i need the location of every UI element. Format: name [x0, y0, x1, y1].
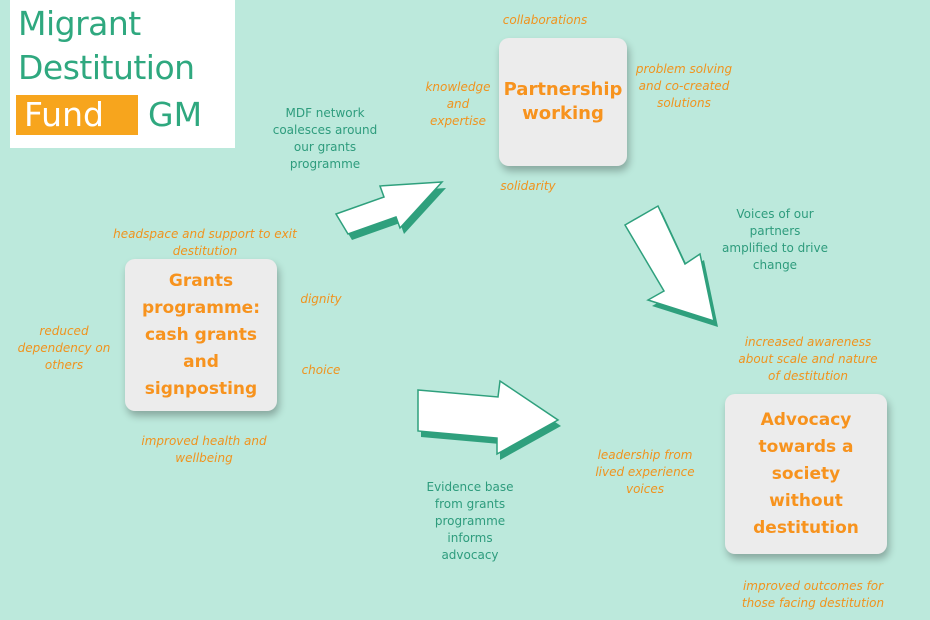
- note-dignity: dignity: [300, 292, 342, 306]
- arrow-grants-to-advocacy: [417, 379, 561, 460]
- arrow-partnership-to-advocacy: [623, 204, 718, 327]
- note-health-wellbeing: improved health and wellbeing: [141, 434, 267, 465]
- grants-box: Grants programme: cash grants and signpo…: [125, 259, 277, 411]
- logo-gm: GM: [148, 95, 203, 134]
- note-leadership: leadership from lived experience voices: [595, 448, 695, 496]
- logo: Migrant Destitution Fund GM: [10, 0, 235, 148]
- flow-label-grants-to-partnership: MDF network coalesces around our grants …: [272, 106, 378, 171]
- flow-label-grants-to-advocacy: Evidence base from grants programme info…: [426, 480, 514, 562]
- note-headspace: headspace and support to exit destitutio…: [113, 227, 297, 258]
- note-knowledge-expertise: knowledge and expertise: [425, 80, 491, 128]
- note-improved-outcomes: improved outcomes for those facing desti…: [741, 579, 885, 610]
- note-increased-awareness: increased awareness about scale and natu…: [738, 335, 878, 383]
- note-choice: choice: [301, 363, 341, 377]
- arrow-grants-to-partnership: [334, 181, 446, 240]
- logo-fund: Fund: [16, 95, 138, 135]
- note-collaborations: collaborations: [502, 13, 588, 27]
- note-solidarity: solidarity: [500, 179, 556, 193]
- partnership-box: Partnership working: [499, 38, 627, 166]
- flow-label-partnership-to-advocacy: Voices of our partners amplified to driv…: [722, 207, 828, 272]
- advocacy-box: Advocacy towards a society without desti…: [725, 394, 887, 554]
- note-reduced-dependency: reduced dependency on others: [17, 324, 111, 372]
- grants-box-label: Grants programme: cash grants and signpo…: [141, 270, 260, 399]
- logo-line-2: Destitution: [18, 48, 195, 87]
- advocacy-box-label: Advocacy towards a society without desti…: [753, 409, 859, 538]
- note-problem-solving: problem solving and co-created solutions: [635, 62, 733, 110]
- logo-line-1: Migrant: [18, 4, 141, 43]
- partnership-box-label: Partnership working: [503, 79, 623, 124]
